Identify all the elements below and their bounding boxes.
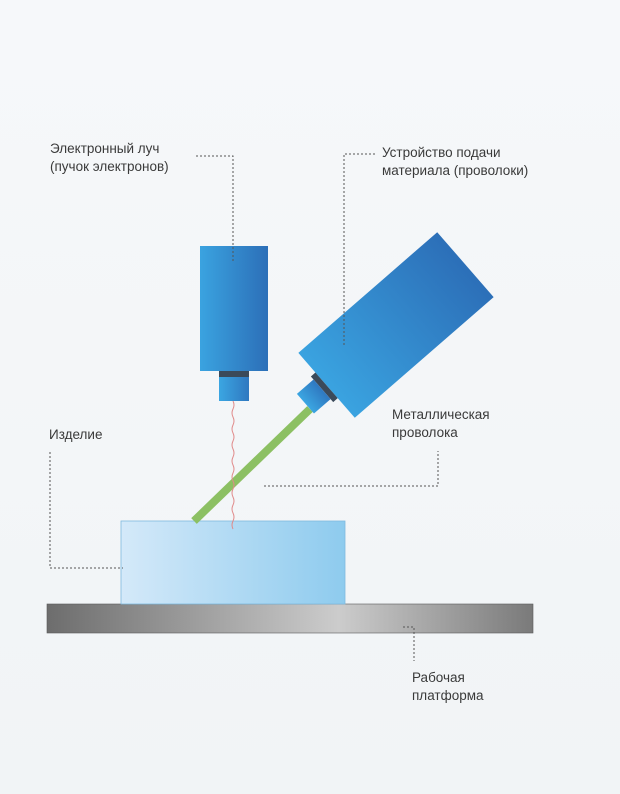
leader-electron-beam [196, 155, 234, 262]
electron-gun-body [200, 246, 268, 371]
label-workpiece: Изделие [49, 426, 102, 444]
label-metal-wire: Металлическая проволока [392, 406, 490, 442]
label-metal-wire-line2: проволока [392, 425, 458, 440]
wire-feeder [296, 232, 494, 418]
label-metal-wire-line1: Металлическая [392, 407, 490, 422]
label-feeder-line1: Устройство подачи [382, 145, 501, 160]
electron-gun [200, 246, 268, 401]
work-platform [46, 603, 534, 634]
metal-wire [191, 406, 313, 524]
wire-feeder-collar [310, 372, 338, 403]
label-electron-beam: Электронный луч (пучок электронов) [50, 140, 169, 176]
leader-platform [403, 626, 415, 661]
leader-workpiece [49, 452, 123, 569]
label-electron-beam-line1: Электронный луч [50, 141, 160, 156]
wire-feeder-body [298, 232, 494, 418]
label-workpiece-line1: Изделие [49, 427, 103, 442]
electron-beam [231, 400, 235, 530]
label-platform-line1: Рабочая [412, 670, 465, 685]
label-platform-line2: платформа [412, 688, 484, 703]
electron-gun-collar [219, 371, 249, 377]
electron-gun-nozzle [219, 377, 249, 401]
workpiece-block [120, 520, 346, 605]
leader-metal-wire [264, 451, 439, 487]
label-feeder-line2: материала (проволоки) [382, 163, 529, 178]
label-feeder: Устройство подачи материала (проволоки) [382, 144, 528, 180]
label-electron-beam-line2: (пучок электронов) [50, 159, 169, 174]
wire-feeder-nozzle [296, 379, 331, 414]
label-platform: Рабочая платформа [412, 669, 484, 705]
